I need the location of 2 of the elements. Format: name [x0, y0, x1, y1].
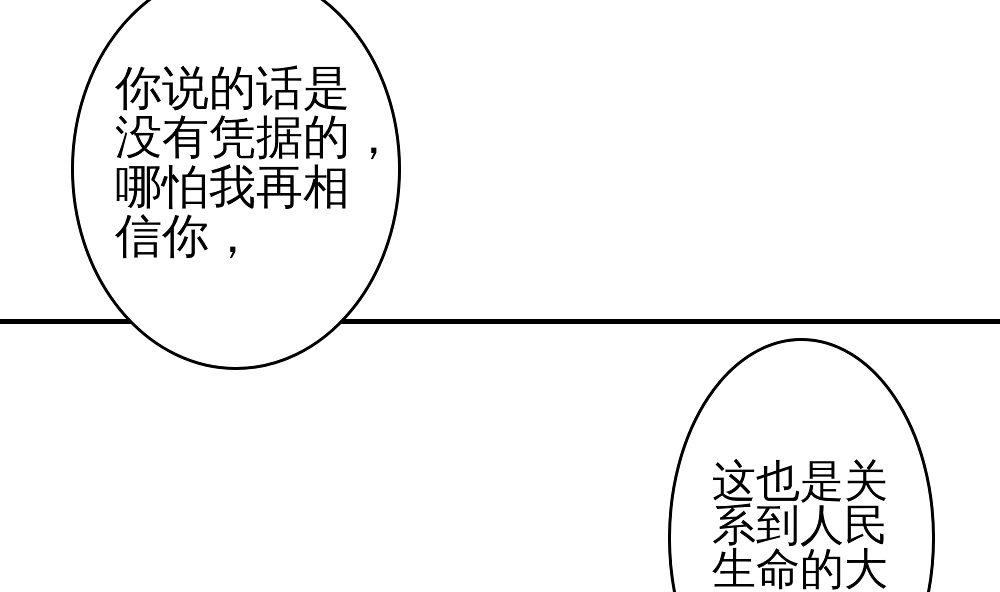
speech-text: 这也是关系到人民生命的大	[712, 460, 888, 592]
speech-text: 你说的话是没有凭据的，哪怕我再相信你，	[115, 64, 397, 262]
